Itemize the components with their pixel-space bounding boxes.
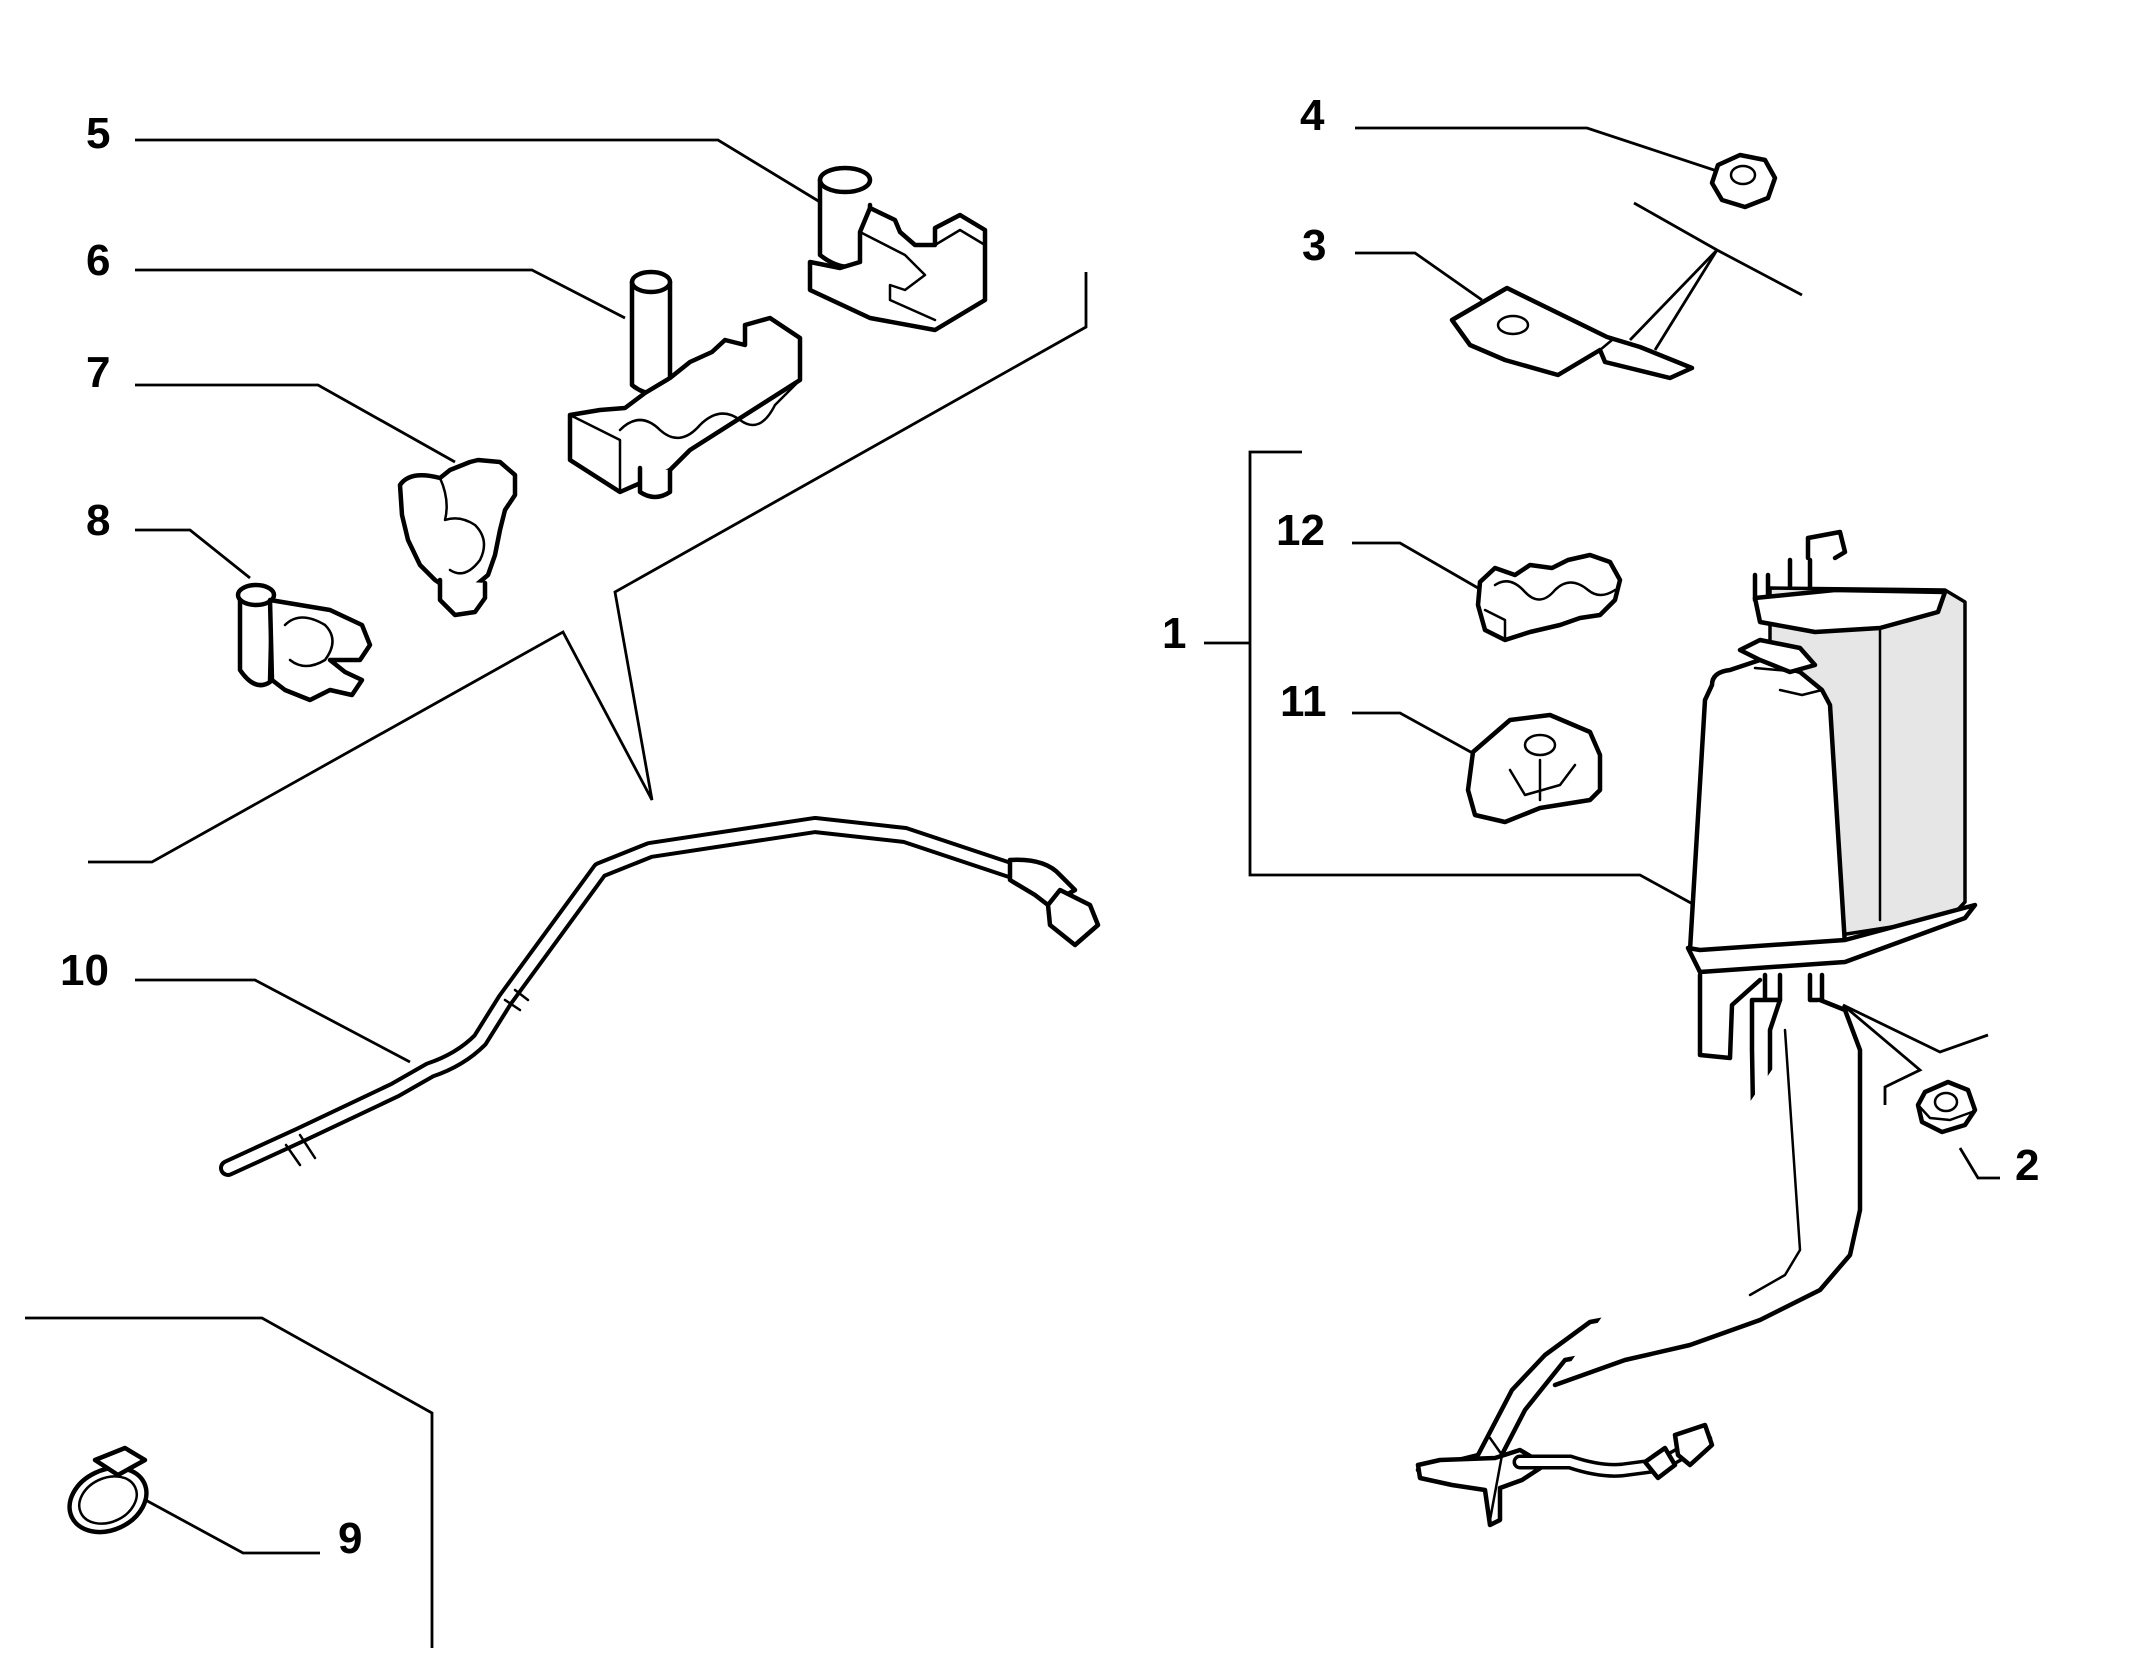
part-2-flange-nut (1915, 1079, 1978, 1135)
callout-5: 5 (86, 109, 110, 158)
callout-9: 9 (338, 1514, 362, 1563)
leader-9 (139, 1495, 320, 1555)
leader-10 (135, 978, 411, 1064)
leader-11 (1352, 711, 1479, 758)
leader-4 (1355, 126, 1721, 174)
section-divider-bottom (25, 1316, 434, 1648)
guide-2 (1842, 1003, 1989, 1054)
callout-11: 11 (1280, 677, 1327, 726)
callout-2: 2 (2015, 1141, 2039, 1190)
callout-labels: 5 6 7 8 10 9 4 3 12 1 11 2 (60, 91, 2039, 1563)
leader-lines (25, 126, 2000, 1648)
callout-12: 12 (1276, 506, 1325, 555)
callout-8: 8 (86, 496, 110, 545)
callout-6: 6 (86, 236, 110, 285)
part-8-clip (235, 582, 373, 703)
part-10-fuel-pipe (219, 816, 1101, 1177)
callout-7: 7 (86, 348, 110, 397)
bracket-1 (1248, 450, 1701, 910)
leader-7 (135, 383, 456, 464)
part-9-hose-clamp (67, 1445, 149, 1535)
callout-10: 10 (60, 946, 109, 995)
guide-2b (1842, 1003, 1923, 1105)
leader-5 (135, 138, 821, 204)
leader-6 (135, 268, 626, 320)
leader-12 (1352, 541, 1479, 590)
part-7-clip (397, 457, 518, 618)
part-5-clip (807, 165, 988, 333)
part-11-clip-block (1465, 712, 1603, 825)
part-3-bracket (1449, 285, 1695, 381)
part-12-double-clip (1475, 552, 1623, 643)
part-6-triple-clip (567, 269, 803, 500)
guide-3-4c (1628, 249, 1719, 341)
part-1-canister (1415, 529, 1978, 1528)
callout-1: 1 (1162, 609, 1186, 658)
callout-4: 4 (1300, 91, 1325, 140)
part-4-nut (1709, 152, 1778, 210)
guide-3-4b (1653, 249, 1719, 351)
section-divider-top (88, 272, 1088, 864)
leader-2 (1958, 1147, 2000, 1180)
leader-3 (1355, 251, 1483, 302)
callout-3: 3 (1302, 221, 1326, 270)
guide-3-4 (1633, 201, 1803, 297)
leader-8 (135, 528, 251, 580)
